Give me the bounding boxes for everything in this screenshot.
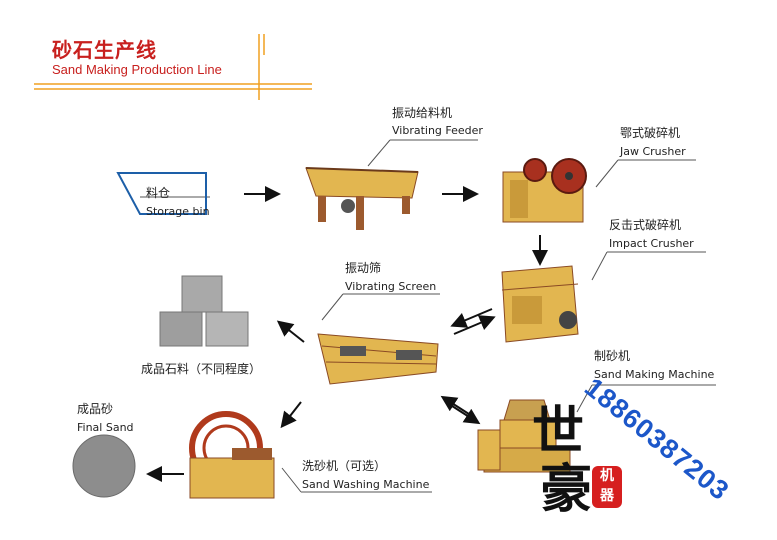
page-title-en: Sand Making Production Line (52, 62, 222, 77)
finished-stone-piles (159, 275, 249, 347)
sand-washing-machine-figure (189, 411, 275, 499)
flow-arrows (146, 186, 548, 482)
sand-making-machine-figure (477, 399, 571, 473)
jaw-crusher-label-en: Jaw Crusher (620, 145, 686, 158)
brand-seal: 机 器 (592, 466, 622, 508)
sand-making-machine-label-en: Sand Making Machine (594, 368, 715, 381)
vibrating-feeder-machine (305, 167, 419, 230)
page-title-cn: 砂石生产线 (52, 38, 157, 62)
vibrating-screen-label-en: Vibrating Screen (345, 280, 437, 293)
label-leaders (140, 139, 716, 493)
brand-char-top: 世 (532, 401, 585, 462)
final-sand-label-en: Final Sand (77, 421, 134, 434)
storage-bin-label-en: Storage bin (146, 205, 210, 218)
sand-washing-machine-label-cn: 洗砂机（可选） (302, 459, 387, 473)
vibrating-feeder-label-cn: 振动给料机 (392, 106, 453, 120)
vibrating-feeder-label-en: Vibrating Feeder (392, 124, 483, 137)
vibrating-screen-machine (317, 333, 439, 385)
sand-washing-machine-label-en: Sand Washing Machine (302, 478, 430, 491)
impact-crusher-label-cn: 反击式破碎机 (609, 218, 682, 232)
jaw-crusher-label-cn: 鄂式破碎机 (620, 126, 681, 140)
header-rule (34, 34, 312, 100)
finished-stone-label-cn: 成品石料（不同程度） (141, 362, 262, 376)
vibrating-screen-label-cn: 振动筛 (345, 261, 382, 275)
jaw-crusher-machine (502, 158, 587, 223)
seal-char-top: 机 (600, 468, 614, 484)
final-sand-label-cn: 成品砂 (77, 402, 114, 416)
storage-bin-shape (116, 172, 207, 215)
brand-char-bottom: 豪 (540, 459, 593, 520)
impact-crusher-label-en: Impact Crusher (609, 237, 694, 250)
storage-bin-label-cn: 料仓 (146, 186, 171, 200)
final-sand-pile (72, 434, 136, 498)
seal-char-bottom: 器 (600, 488, 614, 504)
sand-making-machine-label-cn: 制砂机 (594, 349, 631, 363)
impact-crusher-machine (501, 265, 579, 343)
